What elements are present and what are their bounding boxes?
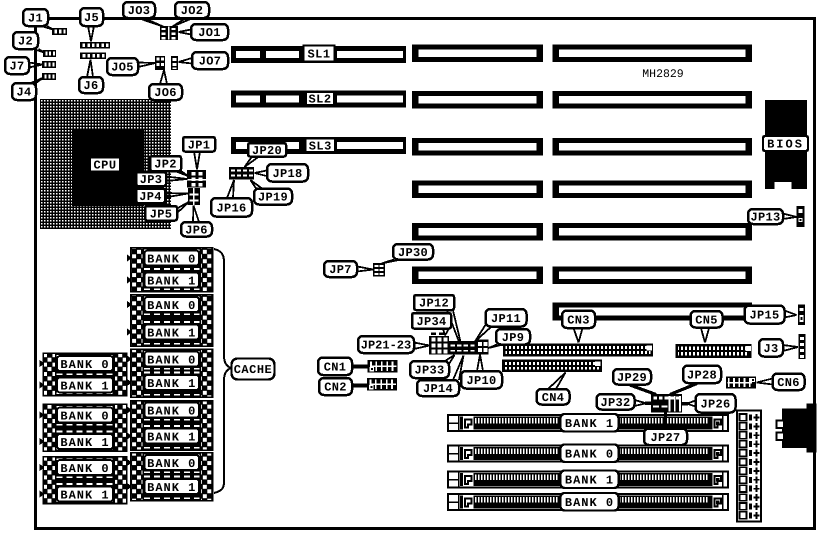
svg-text:JP6: JP6	[185, 223, 208, 237]
svg-text:CN1: CN1	[324, 360, 347, 374]
svg-text:JP14: JP14	[423, 382, 453, 396]
svg-text:JO6: JO6	[154, 86, 177, 100]
svg-text:JP16: JP16	[216, 201, 246, 215]
svg-text:BANK 1: BANK 1	[565, 417, 614, 431]
svg-text:BANK 0: BANK 0	[147, 354, 196, 368]
svg-text:JO5: JO5	[111, 61, 134, 75]
svg-text:J2: J2	[18, 35, 33, 49]
svg-text:BANK 1: BANK 1	[60, 489, 109, 503]
svg-text:BANK 1: BANK 1	[147, 431, 196, 445]
svg-text:J5: J5	[84, 11, 99, 25]
svg-text:JO2: JO2	[181, 4, 204, 18]
svg-text:J7: J7	[9, 60, 24, 74]
svg-text:JO3: JO3	[128, 4, 151, 18]
svg-text:BANK 0: BANK 0	[147, 457, 196, 471]
svg-text:CN6: CN6	[777, 376, 800, 390]
svg-text:JP12: JP12	[419, 297, 449, 311]
svg-text:JP15: JP15	[749, 309, 779, 323]
svg-text:JO7: JO7	[199, 55, 222, 69]
svg-text:BANK 0: BANK 0	[565, 448, 614, 462]
svg-text:JP9: JP9	[502, 331, 525, 345]
svg-text:BANK 0: BANK 0	[60, 410, 109, 424]
svg-text:SL2: SL2	[308, 93, 331, 107]
svg-text:BANK 0: BANK 0	[147, 405, 196, 419]
svg-text:JP18: JP18	[272, 167, 302, 181]
svg-text:CN2: CN2	[324, 381, 347, 395]
svg-text:SL1: SL1	[307, 48, 330, 62]
svg-text:JP30: JP30	[398, 246, 428, 260]
svg-text:BANK 1: BANK 1	[147, 481, 196, 495]
svg-text:JP3: JP3	[140, 173, 163, 187]
svg-text:JP4: JP4	[139, 190, 162, 204]
svg-text:JP13: JP13	[750, 211, 780, 225]
svg-text:BANK 0: BANK 0	[147, 299, 196, 313]
svg-text:BANK 1: BANK 1	[147, 327, 196, 341]
svg-text:CN3: CN3	[567, 313, 590, 327]
svg-text:BANK 1: BANK 1	[147, 275, 196, 289]
svg-text:BIOS: BIOS	[767, 138, 804, 152]
svg-text:BANK 1: BANK 1	[565, 474, 614, 488]
svg-text:BANK 1: BANK 1	[147, 377, 196, 391]
svg-text:JP26: JP26	[700, 397, 730, 411]
svg-text:MH2829: MH2829	[642, 68, 684, 81]
svg-text:JP5: JP5	[150, 207, 173, 221]
svg-text:JP11: JP11	[491, 312, 521, 326]
svg-text:BANK 0: BANK 0	[60, 462, 109, 476]
svg-text:CPU: CPU	[93, 159, 116, 173]
svg-text:BANK 1: BANK 1	[60, 380, 109, 394]
svg-text:JP29: JP29	[617, 371, 647, 385]
svg-text:CN5: CN5	[695, 313, 718, 327]
svg-text:BANK 0: BANK 0	[565, 496, 614, 510]
svg-text:JP32: JP32	[600, 396, 630, 410]
svg-text:CACHE: CACHE	[234, 363, 273, 377]
svg-text:JP33: JP33	[414, 364, 444, 378]
svg-text:JP19: JP19	[258, 191, 288, 205]
svg-text:BANK 0: BANK 0	[60, 358, 109, 372]
svg-text:J3: J3	[763, 342, 778, 356]
svg-text:J4: J4	[16, 86, 31, 100]
svg-text:JP2: JP2	[154, 158, 177, 172]
svg-text:J6: J6	[83, 79, 98, 93]
svg-text:CN4: CN4	[542, 391, 565, 405]
svg-text:SL3: SL3	[309, 139, 332, 153]
svg-text:JP1: JP1	[188, 138, 211, 152]
svg-text:JP21-23: JP21-23	[361, 339, 411, 353]
svg-text:JP27: JP27	[650, 431, 680, 445]
svg-text:JP34: JP34	[416, 315, 446, 329]
svg-text:JP7: JP7	[329, 263, 352, 277]
svg-text:JP10: JP10	[466, 374, 496, 388]
svg-text:BANK 0: BANK 0	[147, 253, 196, 267]
svg-text:JP28: JP28	[687, 368, 717, 382]
svg-text:J1: J1	[28, 12, 43, 26]
svg-text:JP20: JP20	[252, 144, 282, 158]
svg-text:BANK 1: BANK 1	[60, 436, 109, 450]
svg-text:JO1: JO1	[198, 26, 221, 40]
